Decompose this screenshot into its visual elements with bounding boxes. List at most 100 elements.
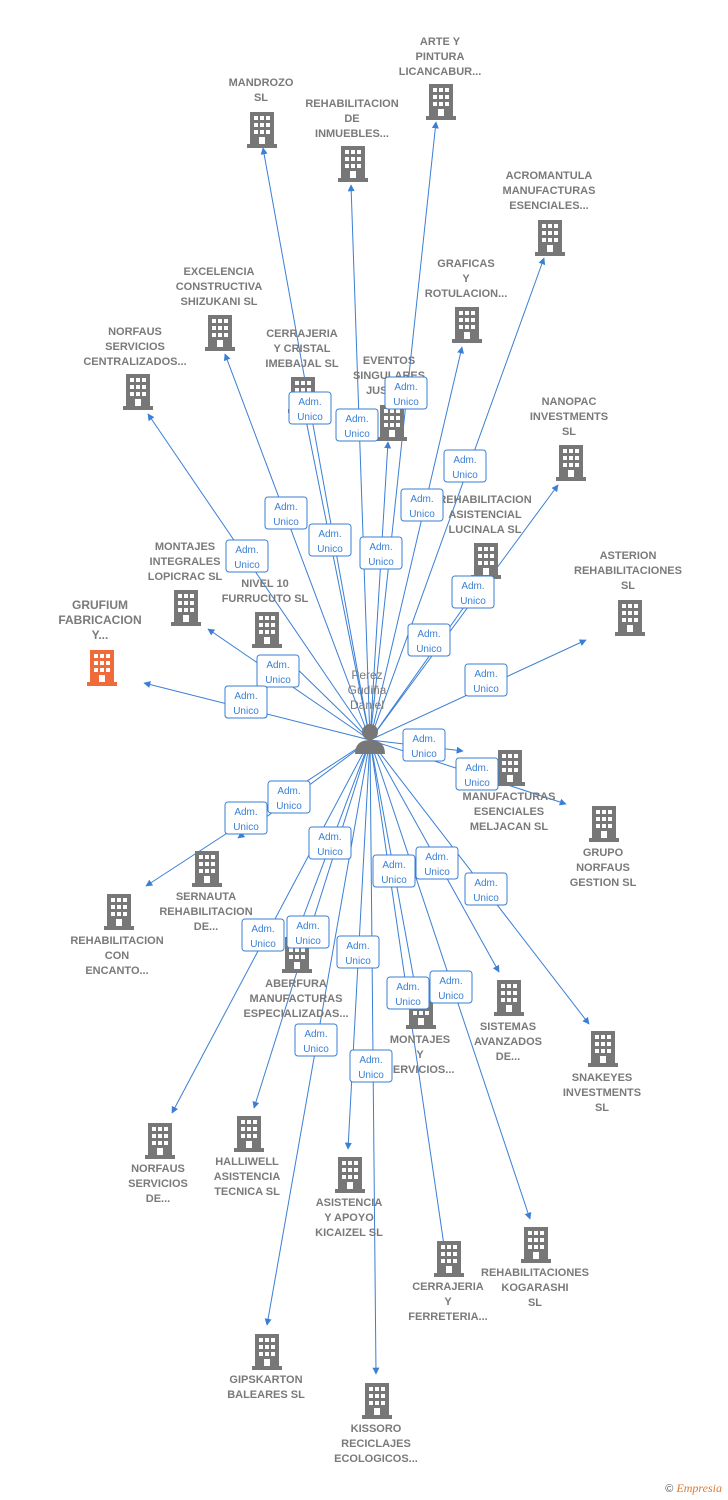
edge-badge-rehab-asistencial[interactable]: Adm.Unico (407, 623, 451, 657)
company-node-asistencia-apoyo[interactable]: ASISTENCIA Y APOYO KICAIZEL SL (315, 1157, 383, 1239)
badge-box (464, 663, 508, 697)
badge-box (400, 488, 444, 522)
company-node-graficas[interactable]: GRAFICASYROTULACION... (425, 258, 508, 343)
company-node-arte-pintura[interactable]: ARTE YPINTURALICANCABUR... (399, 36, 482, 120)
edge-badge-montajes-servicios[interactable]: Adm.Unico (372, 854, 416, 888)
building-icon (335, 1157, 365, 1193)
edge-badge-norfaus-serv[interactable]: Adm.Unico (225, 539, 269, 573)
edge-badge-graficas[interactable]: Adm.Unico (443, 449, 487, 483)
company-label-line: GIPSKARTON (229, 1374, 302, 1386)
edge-badge-asterion[interactable]: Adm.Unico (464, 663, 508, 697)
company-node-aberfura[interactable]: ABERFURAMANUFACTURASESPECIALIZADAS... (243, 937, 349, 1020)
company-label-line: LOPICRAC SL (148, 571, 223, 583)
badge-box (308, 523, 352, 557)
company-label-line: REHABILITACION (438, 494, 531, 506)
edge-badge-meljacan[interactable]: Adm.Unico (402, 728, 446, 762)
badge-text: Unico (424, 867, 450, 878)
badge-box (286, 915, 330, 949)
edge-badge-snakeyes[interactable]: Adm.Unico (464, 872, 508, 906)
company-node-norfaus-de[interactable]: NORFAUSSERVICIOSDE... (128, 1123, 188, 1205)
company-label-line: FABRICACION (58, 613, 141, 627)
company-label-line: MONTAJES (390, 1034, 450, 1046)
company-node-acromantula[interactable]: ACROMANTULAMANUFACTURASESENCIALES... (503, 170, 596, 256)
edge-badge-sernauta[interactable]: Adm.Unico (267, 780, 311, 814)
company-node-kissoro[interactable]: KISSORORECICLAJESECOLOGICOS... (334, 1383, 418, 1465)
company-label-line: SERNAUTA (176, 891, 236, 903)
badge-text: Adm. (274, 502, 297, 513)
company-node-cerrajeria-ferreteria[interactable]: CERRAJERIAYFERRETERIA... (408, 1241, 488, 1323)
edge-badge-arte-pintura[interactable]: Adm.Unico (384, 376, 428, 410)
company-label-line: MANUFACTURAS (463, 791, 556, 803)
edge-badge-aberfura[interactable]: Adm.Unico (286, 915, 330, 949)
badge-text: Unico (276, 801, 302, 812)
company-node-rehab-encanto[interactable]: REHABILITACIONCONENCANTO... (70, 894, 164, 977)
edge-badge-halliwell[interactable]: Adm.Unico (308, 826, 352, 860)
badge-text: Adm. (234, 807, 257, 818)
badge-text: Adm. (474, 878, 497, 889)
company-node-norfaus-serv[interactable]: NORFAUSSERVICIOSCENTRALIZADOS... (83, 326, 187, 410)
company-label-line: ASISTENCIA (214, 1171, 281, 1183)
edge-badge-kogarashi[interactable]: Adm.Unico (429, 970, 473, 1004)
building-icon (252, 1334, 282, 1370)
company-label-line: ACROMANTULA (506, 170, 593, 182)
badge-text: Adm. (396, 982, 419, 993)
building-icon (556, 445, 586, 481)
company-label-line: ECOLOGICOS... (334, 1453, 418, 1465)
badge-text: Unico (265, 675, 291, 686)
company-label-line: Y APOYO (324, 1212, 374, 1224)
edge-badge-gipskarton[interactable]: Adm.Unico (294, 1023, 338, 1057)
company-node-rehab-inmuebles[interactable]: REHABILITACIONDEINMUEBLES... (305, 98, 399, 182)
edge-badge-grupo-norfaus[interactable]: Adm.Unico (455, 757, 499, 791)
badge-box (308, 826, 352, 860)
edge-badge-grufium[interactable]: Adm.Unico (224, 685, 268, 719)
edge-badge-cerrajeria-cristal[interactable]: Adm.Unico (308, 523, 352, 557)
edge-badge-excelencia[interactable]: Adm.Unico (264, 496, 308, 530)
company-label-line: Y... (92, 628, 109, 642)
company-node-sistemas[interactable]: SISTEMASAVANZADOSDE... (474, 980, 542, 1063)
edge-badge-asistencia-apoyo[interactable]: Adm.Unico (336, 935, 380, 969)
edge-badge-eventos[interactable]: Adm.Unico (359, 536, 403, 570)
company-label-line: GRUFIUM (72, 598, 128, 612)
edge-badge-nivel10[interactable]: Adm.Unico (256, 654, 300, 688)
edge-badge-cerrajeria-ferreteria[interactable]: Adm.Unico (386, 976, 430, 1010)
edge-badge-kissoro[interactable]: Adm.Unico (349, 1049, 393, 1083)
company-label-line: REHABILITACIONES (481, 1267, 589, 1279)
company-node-grufium[interactable]: GRUFIUMFABRICACIONY... (58, 598, 142, 686)
badge-box (224, 801, 268, 835)
company-node-montajes-servicios[interactable]: MONTAJESYSERVICIOS... (386, 993, 455, 1076)
edge-badge-acromantula[interactable]: Adm.Unico (400, 488, 444, 522)
badge-text: Unico (416, 644, 442, 655)
badge-text: Adm. (410, 494, 433, 505)
edge-badge-mandrozo[interactable]: Adm.Unico (288, 391, 332, 425)
edge-badge-norfaus-de[interactable]: Adm.Unico (241, 918, 285, 952)
company-node-sernauta[interactable]: SERNAUTAREHABILITACIONDE... (159, 851, 253, 933)
edge-badge-rehab-encanto[interactable]: Adm.Unico (224, 801, 268, 835)
company-label-line: KICAIZEL SL (315, 1227, 383, 1239)
edge-badge-nanopac[interactable]: Adm.Unico (451, 575, 495, 609)
company-label-line: ESENCIALES... (509, 200, 588, 212)
building-icon (123, 374, 153, 410)
badge-text: Adm. (304, 1029, 327, 1040)
building-icon (252, 612, 282, 648)
company-label-line: SHIZUKANI SL (181, 296, 258, 308)
edge-norfaus-serv (147, 413, 371, 741)
company-label-line: ASISTENCIA (316, 1197, 383, 1209)
edge-badge-rehab-inmuebles[interactable]: Adm.Unico (335, 408, 379, 442)
edge-badge-sistemas[interactable]: Adm.Unico (415, 846, 459, 880)
